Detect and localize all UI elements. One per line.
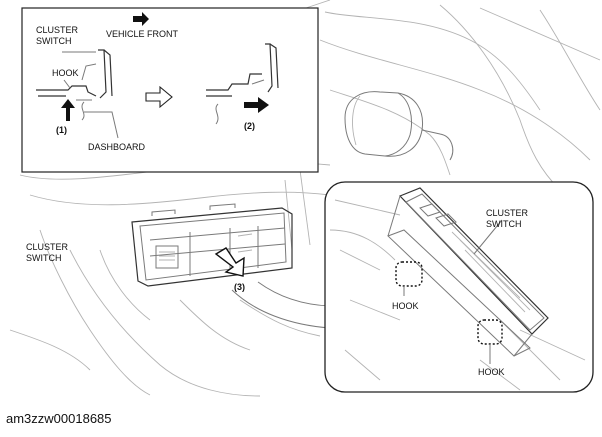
- detail-leader-lines: [231, 281, 331, 329]
- label-detail-hook-right: HOOK: [478, 367, 505, 377]
- label-step-2: (2): [244, 121, 255, 131]
- label-vehicle-front: VEHICLE FRONT: [106, 29, 179, 39]
- label-dashboard: DASHBOARD: [88, 142, 146, 152]
- cluster-switch-main: [131, 203, 293, 287]
- figure-caption: am3zzw00018685: [6, 411, 112, 426]
- label-step-1: (1): [56, 125, 67, 135]
- label-step-3: (3): [234, 282, 245, 292]
- dashboard-background: [9, 0, 601, 397]
- label-detail-cluster-switch-1: CLUSTER: [486, 208, 529, 218]
- diagram-labels: CLUSTER SWITCH VEHICLE FRONT HOOK (1) (2…: [26, 25, 529, 377]
- label-inset-cluster-switch-1: CLUSTER: [36, 25, 79, 35]
- detail-bubble: [324, 181, 594, 393]
- label-inset-cluster-switch-2: SWITCH: [36, 36, 72, 46]
- label-detail-hook-left: HOOK: [392, 301, 419, 311]
- pull-arrow: [214, 247, 245, 277]
- label-inset-hook: HOOK: [52, 68, 79, 78]
- label-main-cluster-switch-1: CLUSTER: [26, 242, 69, 252]
- inset-panel: [21, 7, 319, 173]
- label-main-cluster-switch-2: SWITCH: [26, 253, 62, 263]
- label-detail-cluster-switch-2: SWITCH: [486, 219, 522, 229]
- hook-markers: [395, 219, 503, 364]
- control-knob: [344, 91, 454, 161]
